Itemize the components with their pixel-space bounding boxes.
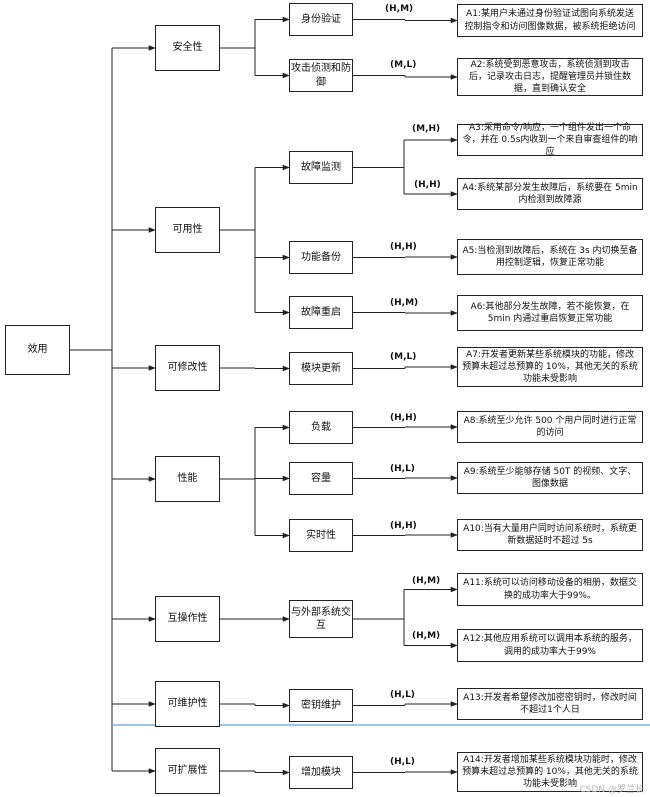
attribute-module-update: 模块更新: [289, 352, 353, 385]
category-label: 可扩展性: [167, 765, 208, 777]
scenario-a8: A8:系统至少允许 500 个用户同时进行正常的访问: [457, 411, 643, 443]
priority-a10: (H,H): [390, 521, 417, 531]
category-label: 可维护性: [167, 698, 208, 710]
category-interoperability: 互操作性: [155, 596, 220, 642]
scenario-text: A6:其他部分发生故障，若不能恢复，在 5min 内通过重启恢复正常功能: [470, 301, 630, 324]
attribute-label: 故障重启: [301, 306, 341, 318]
priority-a3: (M,H): [412, 124, 441, 134]
attribute-label: 故障监测: [301, 161, 341, 173]
attribute-label: 身份验证: [301, 13, 341, 25]
scenario-text: A13:开发者希望修改加密密钥时，修改时间不超过1个人日: [463, 692, 637, 715]
priority-a13: (H,L): [390, 690, 415, 700]
attribute-attack-defense: 攻击侦测和防御: [289, 59, 353, 92]
attribute-label: 负载: [311, 421, 331, 433]
scenario-text: A10:当有大量用户同时访问系统时，系统更新数据延时不超过 5s: [463, 523, 637, 546]
priority-a5: (H,H): [390, 242, 417, 252]
category-label: 安全性: [172, 42, 203, 54]
attribute-fault-monitor: 故障监测: [289, 151, 353, 184]
scenario-a4: A4:系统某部分发生故障后，系统要在 5min 内检测到故障源: [457, 178, 643, 210]
category-label: 互操作性: [167, 613, 208, 625]
scenario-text: A7:开发者更新某些系统模块的功能，修改预算未超过总预算的 10%，其他无关的系…: [462, 349, 638, 385]
attribute-external-interaction: 与外部系统交互: [289, 600, 353, 638]
attribute-label: 攻击侦测和防御: [291, 63, 351, 88]
priority-a9: (H,L): [390, 464, 415, 474]
attribute-add-module: 增加模块: [289, 756, 353, 789]
scenario-text: A8:系统至少允许 500 个用户同时进行正常的访问: [463, 415, 637, 438]
attribute-label: 实时性: [306, 529, 336, 541]
priority-a4: (H,H): [414, 180, 441, 190]
attribute-label: 与外部系统交互: [291, 606, 351, 632]
scenario-a10: A10:当有大量用户同时访问系统时，系统更新数据延时不超过 5s: [457, 519, 643, 551]
category-availability: 可用性: [155, 207, 220, 253]
scenario-text: A14:开发者增加某些系统模块功能时，修改预算未超过总预算的 10%，其他无关的…: [462, 754, 638, 790]
priority-a14: (H,L): [390, 757, 415, 767]
scenario-a14: A14:开发者增加某些系统模块功能时，修改预算未超过总预算的 10%，其他无关的…: [457, 752, 643, 792]
attribute-key-maintenance: 密钥维护: [289, 689, 353, 722]
category-extensibility: 可扩展性: [155, 748, 220, 794]
category-label: 可修改性: [167, 362, 208, 374]
selection-guide-line: [113, 724, 650, 726]
attribute-fault-restart: 故障重启: [289, 296, 353, 329]
category-label: 性能: [177, 473, 198, 485]
scenario-text: A12:其他应用系统可以调用本系统的服务，调用的成功率大于99%: [463, 634, 637, 657]
scenario-a7: A7:开发者更新某些系统模块的功能，修改预算未超过总预算的 10%，其他无关的系…: [457, 347, 643, 387]
attribute-capacity: 容量: [289, 462, 353, 495]
priority-a12: (H,M): [412, 631, 441, 641]
scenario-text: A1:某用户未通过身份验证试图向系统发送控制指令和访问图像数据，被系统拒绝访问: [464, 9, 636, 32]
attribute-label: 容量: [311, 472, 331, 484]
scenario-a11: A11:系统可以访问移动设备的相册，数据交换的成功率大于99%。: [457, 573, 643, 606]
attribute-realtime: 实时性: [289, 519, 353, 552]
scenario-a1: A1:某用户未通过身份验证试图向系统发送控制指令和访问图像数据，被系统拒绝访问: [457, 4, 643, 37]
scenario-a5: A5:当检测到故障后，系统在 3s 内切换至备用控制逻辑，恢复正常功能: [457, 239, 643, 275]
priority-a8: (H,H): [390, 413, 417, 423]
scenario-a2: A2:系统受到恶意攻击，系统侦测到攻击后，记录攻击日志，提醒管理员并锁住数据，直…: [457, 58, 643, 96]
scenario-a3: A3:采用命令/响应，一个组件发出一个命令，并在 0.5s内收到一个来自审查组件…: [457, 122, 643, 158]
attribute-label: 密钥维护: [301, 699, 341, 711]
attribute-identity-auth: 身份验证: [289, 3, 353, 36]
scenario-text: A9:系统至少能够存储 50T 的视频、文字、图像数据: [463, 466, 637, 489]
attribute-load: 负载: [289, 411, 353, 444]
category-performance: 性能: [155, 456, 220, 502]
scenario-text: A5:当检测到故障后，系统在 3s 内切换至备用控制逻辑，恢复正常功能: [462, 245, 638, 268]
priority-a2: (M,L): [390, 60, 417, 70]
watermark: CSDN @罗兰长: [579, 785, 644, 795]
attribute-label: 功能备份: [301, 251, 341, 263]
scenario-text: A3:采用命令/响应，一个组件发出一个命令，并在 0.5s内收到一个来自审查组件…: [462, 122, 638, 158]
scenario-a6: A6:其他部分发生故障，若不能恢复，在 5min 内通过重启恢复正常功能: [457, 295, 643, 331]
attribute-function-backup: 功能备份: [289, 241, 353, 274]
root-label: 效用: [27, 344, 48, 356]
scenario-a13: A13:开发者希望修改加密密钥时，修改时间不超过1个人日: [457, 688, 643, 720]
category-label: 可用性: [172, 224, 203, 236]
root-node: 效用: [5, 325, 70, 375]
category-security: 安全性: [155, 25, 220, 71]
scenario-text: A2:系统受到恶意攻击，系统侦测到攻击后，记录攻击日志，提醒管理员并锁住数据，直…: [468, 59, 631, 95]
scenario-text: A4:系统某部分发生故障后，系统要在 5min 内检测到故障源: [462, 182, 638, 205]
attribute-label: 增加模块: [301, 766, 341, 778]
priority-a11: (H,M): [412, 576, 441, 586]
scenario-a12: A12:其他应用系统可以调用本系统的服务，调用的成功率大于99%: [457, 629, 643, 662]
category-modifiability: 可修改性: [155, 345, 220, 391]
priority-a1: (H,M): [385, 4, 414, 14]
category-maintainability: 可维护性: [155, 681, 220, 727]
attribute-label: 模块更新: [301, 362, 341, 374]
priority-a7: (M,L): [390, 352, 417, 362]
priority-a6: (H,M): [390, 298, 419, 308]
scenario-text: A11:系统可以访问移动设备的相册，数据交换的成功率大于99%。: [463, 578, 637, 601]
scenario-a9: A9:系统至少能够存储 50T 的视频、文字、图像数据: [457, 462, 643, 494]
